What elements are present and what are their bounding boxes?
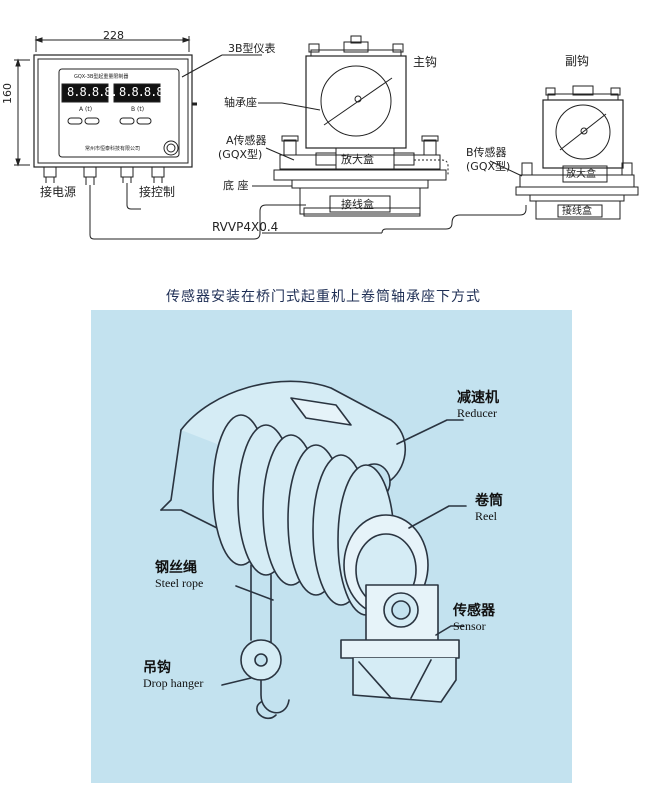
control-label: 接控制 (139, 185, 176, 199)
sensor-label-en: Sensor (453, 619, 486, 633)
display-b-value: 8.8.8.8. (119, 85, 170, 99)
rope-label-cn: 钢丝绳 (155, 560, 197, 576)
base-label: 底 座 (223, 179, 249, 192)
junction-box-label-b: 接线盒 (562, 206, 592, 217)
hanger-label-cn: 吊钩 (143, 660, 171, 676)
bearing-seat-label: 轴承座 (224, 96, 257, 109)
hanger-label: 吊钩 Drop hanger (143, 660, 203, 690)
display-a-value: 8.8.8.8. (67, 85, 118, 99)
sensor-b-model: (GQX型) (466, 160, 511, 173)
instrument-label: 3B型仪表 (228, 42, 276, 55)
figure-caption: 传感器安装在桥门式起重机上卷筒轴承座下方式 (166, 289, 481, 305)
sensor-label-cn: 传感器 (453, 603, 495, 619)
display-a-unit: A (t) (79, 106, 93, 113)
rope-label: 钢丝绳 Steel rope (155, 560, 203, 590)
cable-label: RVVP4X0.4 (212, 220, 279, 234)
sensor-label: 传感器 Sensor (453, 603, 495, 633)
maker-text: 常州市恒泰科技有限公司 (85, 146, 141, 152)
installation-drawing (14, 35, 639, 240)
crane-illustration (160, 380, 467, 720)
amp-box-label: 放大盒 (341, 153, 374, 166)
reducer-label-en: Reducer (457, 406, 497, 420)
sensor-b-label: B传感器 (466, 146, 507, 159)
junction-box-label: 接线盒 (341, 198, 374, 211)
sensor-a-model: (GQX型) (218, 148, 263, 161)
hanger-label-en: Drop hanger (143, 676, 204, 690)
display-b-unit: B (t) (131, 106, 145, 113)
sensor-a-label: A传感器 (226, 134, 267, 147)
aux-hook-label: 副钩 (565, 54, 590, 68)
crane-illustration-panel: 减速机 Reducer 卷筒 Reel 钢丝绳 Steel rope 传感器 S… (91, 310, 572, 783)
dim-height: 160 (1, 83, 14, 104)
amp-box-label-b: 放大盒 (566, 169, 596, 180)
dim-width: 228 (103, 29, 124, 42)
reel-label-en: Reel (475, 509, 497, 523)
reducer-label-cn: 减速机 (457, 390, 499, 406)
instrument-panel-title: GQX-3B型起重量限制器 (74, 74, 129, 80)
reel-label-cn: 卷筒 (475, 493, 503, 509)
power-label: 接电源 (40, 185, 77, 199)
reducer-label: 减速机 Reducer (457, 390, 499, 420)
reel-label: 卷筒 Reel (475, 493, 503, 523)
main-hook-label: 主钩 (413, 55, 438, 69)
rope-label-en: Steel rope (155, 576, 204, 590)
